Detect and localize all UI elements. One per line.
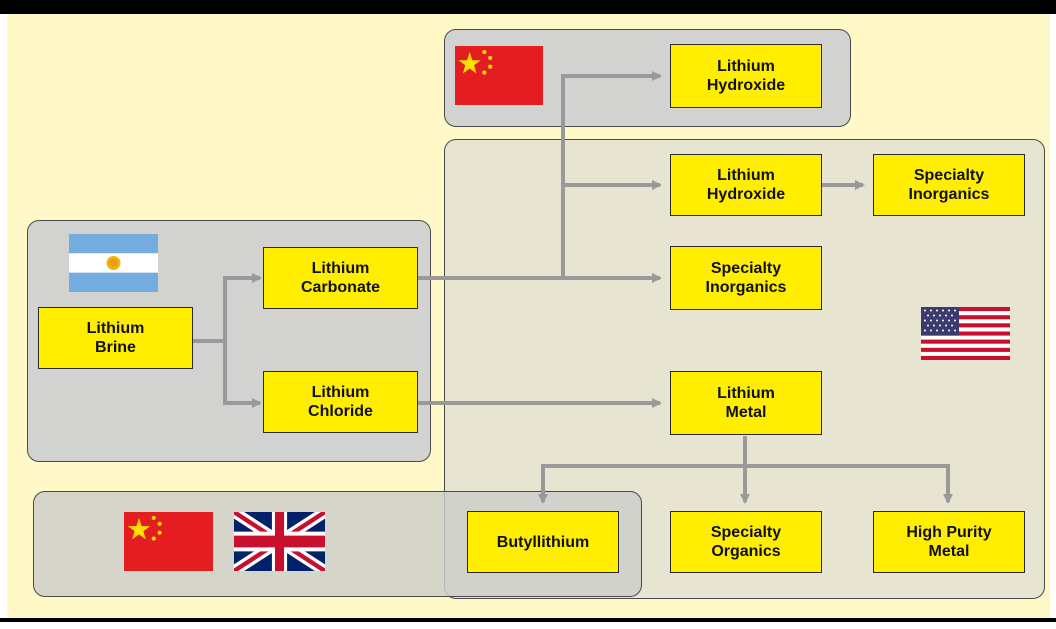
node-lithium-brine: Lithium Brine xyxy=(38,307,193,369)
arrow-carbonate-hydroxide-china xyxy=(561,71,662,278)
arrow-metal-highpurity xyxy=(745,464,953,504)
argentina-flag-icon xyxy=(69,234,158,292)
china-flag-icon xyxy=(124,512,213,571)
node-lithium-carbonate: Lithium Carbonate xyxy=(263,247,418,309)
node-lithium-chloride: Lithium Chloride xyxy=(263,371,418,433)
top-rule xyxy=(0,0,1056,14)
node-label: Specialty Inorganics xyxy=(908,167,990,203)
node-specialty-inorganics-2: Specialty Inorganics xyxy=(670,246,822,310)
node-label: Lithium Hydroxide xyxy=(706,167,786,203)
usa-flag-icon xyxy=(921,307,1010,360)
node-specialty-inorganics-1: Specialty Inorganics xyxy=(873,154,1025,216)
node-specialty-organics: Specialty Organics xyxy=(670,511,822,573)
arrow-brine-carbonate xyxy=(193,273,262,343)
node-high-purity-metal: High Purity Metal xyxy=(873,511,1025,573)
bottom-rule xyxy=(0,618,1056,622)
node-label: Lithium Hydroxide xyxy=(706,58,786,94)
node-label: Specialty Inorganics xyxy=(705,260,787,296)
node-label: Lithium Chloride xyxy=(308,384,373,420)
node-lithium-metal: Lithium Metal xyxy=(670,371,822,435)
arrow-metal-butyllithium xyxy=(538,436,747,504)
china-flag-icon xyxy=(455,46,543,105)
node-label: Lithium Metal xyxy=(717,385,775,421)
arrow-brine-chloride xyxy=(223,341,262,408)
node-label: Lithium Brine xyxy=(86,320,145,356)
node-lithium-hydroxide-us: Lithium Hydroxide xyxy=(670,154,822,216)
node-label: Butyllithium xyxy=(496,533,590,551)
uk-flag-icon xyxy=(234,512,325,571)
node-label: Specialty Organics xyxy=(710,524,782,560)
diagram-canvas: Lithium Brine Lithium Carbonate Lithium … xyxy=(7,14,1050,618)
flow-arrows xyxy=(193,71,953,504)
node-butyllithium: Butyllithium xyxy=(467,511,619,573)
node-label: Lithium Carbonate xyxy=(300,260,381,296)
node-lithium-hydroxide-china: Lithium Hydroxide xyxy=(670,44,822,108)
node-label: High Purity Metal xyxy=(906,524,992,560)
